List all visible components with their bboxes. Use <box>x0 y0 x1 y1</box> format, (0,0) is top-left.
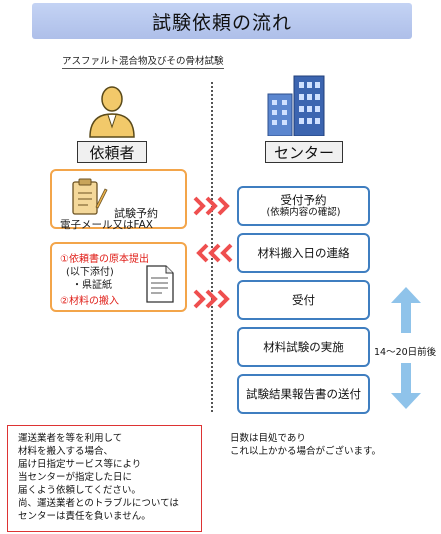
subtitle: アスファルト混合物及びその骨材試験 <box>62 53 224 69</box>
center-step-label: 材料搬入日の連絡 <box>257 245 350 260</box>
page-title: 試験依頼の流れ <box>32 3 412 39</box>
building-icon <box>267 75 325 136</box>
center-step-delivery-date: 材料搬入日の連絡 <box>237 233 370 273</box>
center-step-receipt: 受付 <box>237 280 370 320</box>
center-label: センター <box>265 141 343 163</box>
center-step-label: 試験結果報告書の送付 <box>246 386 361 401</box>
notice-line: 運送業者を等を利用して <box>18 433 123 444</box>
clipboard-icon <box>72 178 108 215</box>
center-step-testing: 材料試験の実施 <box>237 327 370 367</box>
center-step-label: 受付 <box>292 292 315 307</box>
center-step-label: 受付予約 <box>280 192 327 207</box>
duration-label: 14～20日前後 <box>374 347 437 358</box>
reservation-method: 電子メール又はFAX <box>60 219 153 231</box>
center-step-report: 試験結果報告書の送付 <box>237 374 370 414</box>
submission-note: (以下添付) <box>66 267 114 278</box>
double-arrow-icon <box>391 287 421 409</box>
client-step-submission: ①依頼書の原本提出 (以下添付) ・県証紙 ②材料の搬入 <box>50 242 187 312</box>
chevron-right-icon <box>193 196 230 216</box>
notice-line: 届け日指定サービス等により <box>18 459 142 470</box>
submission-attachment: ・県証紙 <box>72 280 112 291</box>
center-step-label: 材料試験の実施 <box>263 339 344 354</box>
chevron-right-icon <box>193 289 230 309</box>
client-step-reservation: 試験予約 電子メール又はFAX <box>50 169 187 231</box>
submission-item2: ②材料の搬入 <box>60 296 119 307</box>
notice-line: 当センターが指定した日に <box>18 472 133 483</box>
client-label: 依頼者 <box>77 141 147 163</box>
delivery-notice: 運送業者を等を利用して 材料を搬入する場合、 届け日指定サービス等により 当セン… <box>7 425 202 532</box>
document-icon <box>146 265 174 303</box>
notice-line: 材料を搬入する場合、 <box>18 446 114 457</box>
person-icon <box>89 86 135 138</box>
lane-divider <box>211 82 213 412</box>
duration-notice: 日数は目処であり これ以上かかる場合がございます。 <box>230 432 381 458</box>
notice-line: これ以上かかる場合がございます。 <box>230 446 382 457</box>
notice-line: 日数は目処であり <box>230 433 306 444</box>
center-step-reservation-accept: 受付予約 (依頼内容の確認) <box>237 186 370 226</box>
notice-line: 届くよう依頼してください。 <box>18 485 141 496</box>
submission-item1: ①依頼書の原本提出 <box>60 254 149 265</box>
notice-line: センターは責任を負いません。 <box>18 511 151 522</box>
notice-line: 尚、運送業者とのトラブルについては <box>18 498 179 509</box>
chevron-left-icon <box>196 243 233 263</box>
reservation-title: 試験予約 <box>114 207 158 220</box>
center-step-sub: (依頼内容の確認) <box>266 207 341 219</box>
